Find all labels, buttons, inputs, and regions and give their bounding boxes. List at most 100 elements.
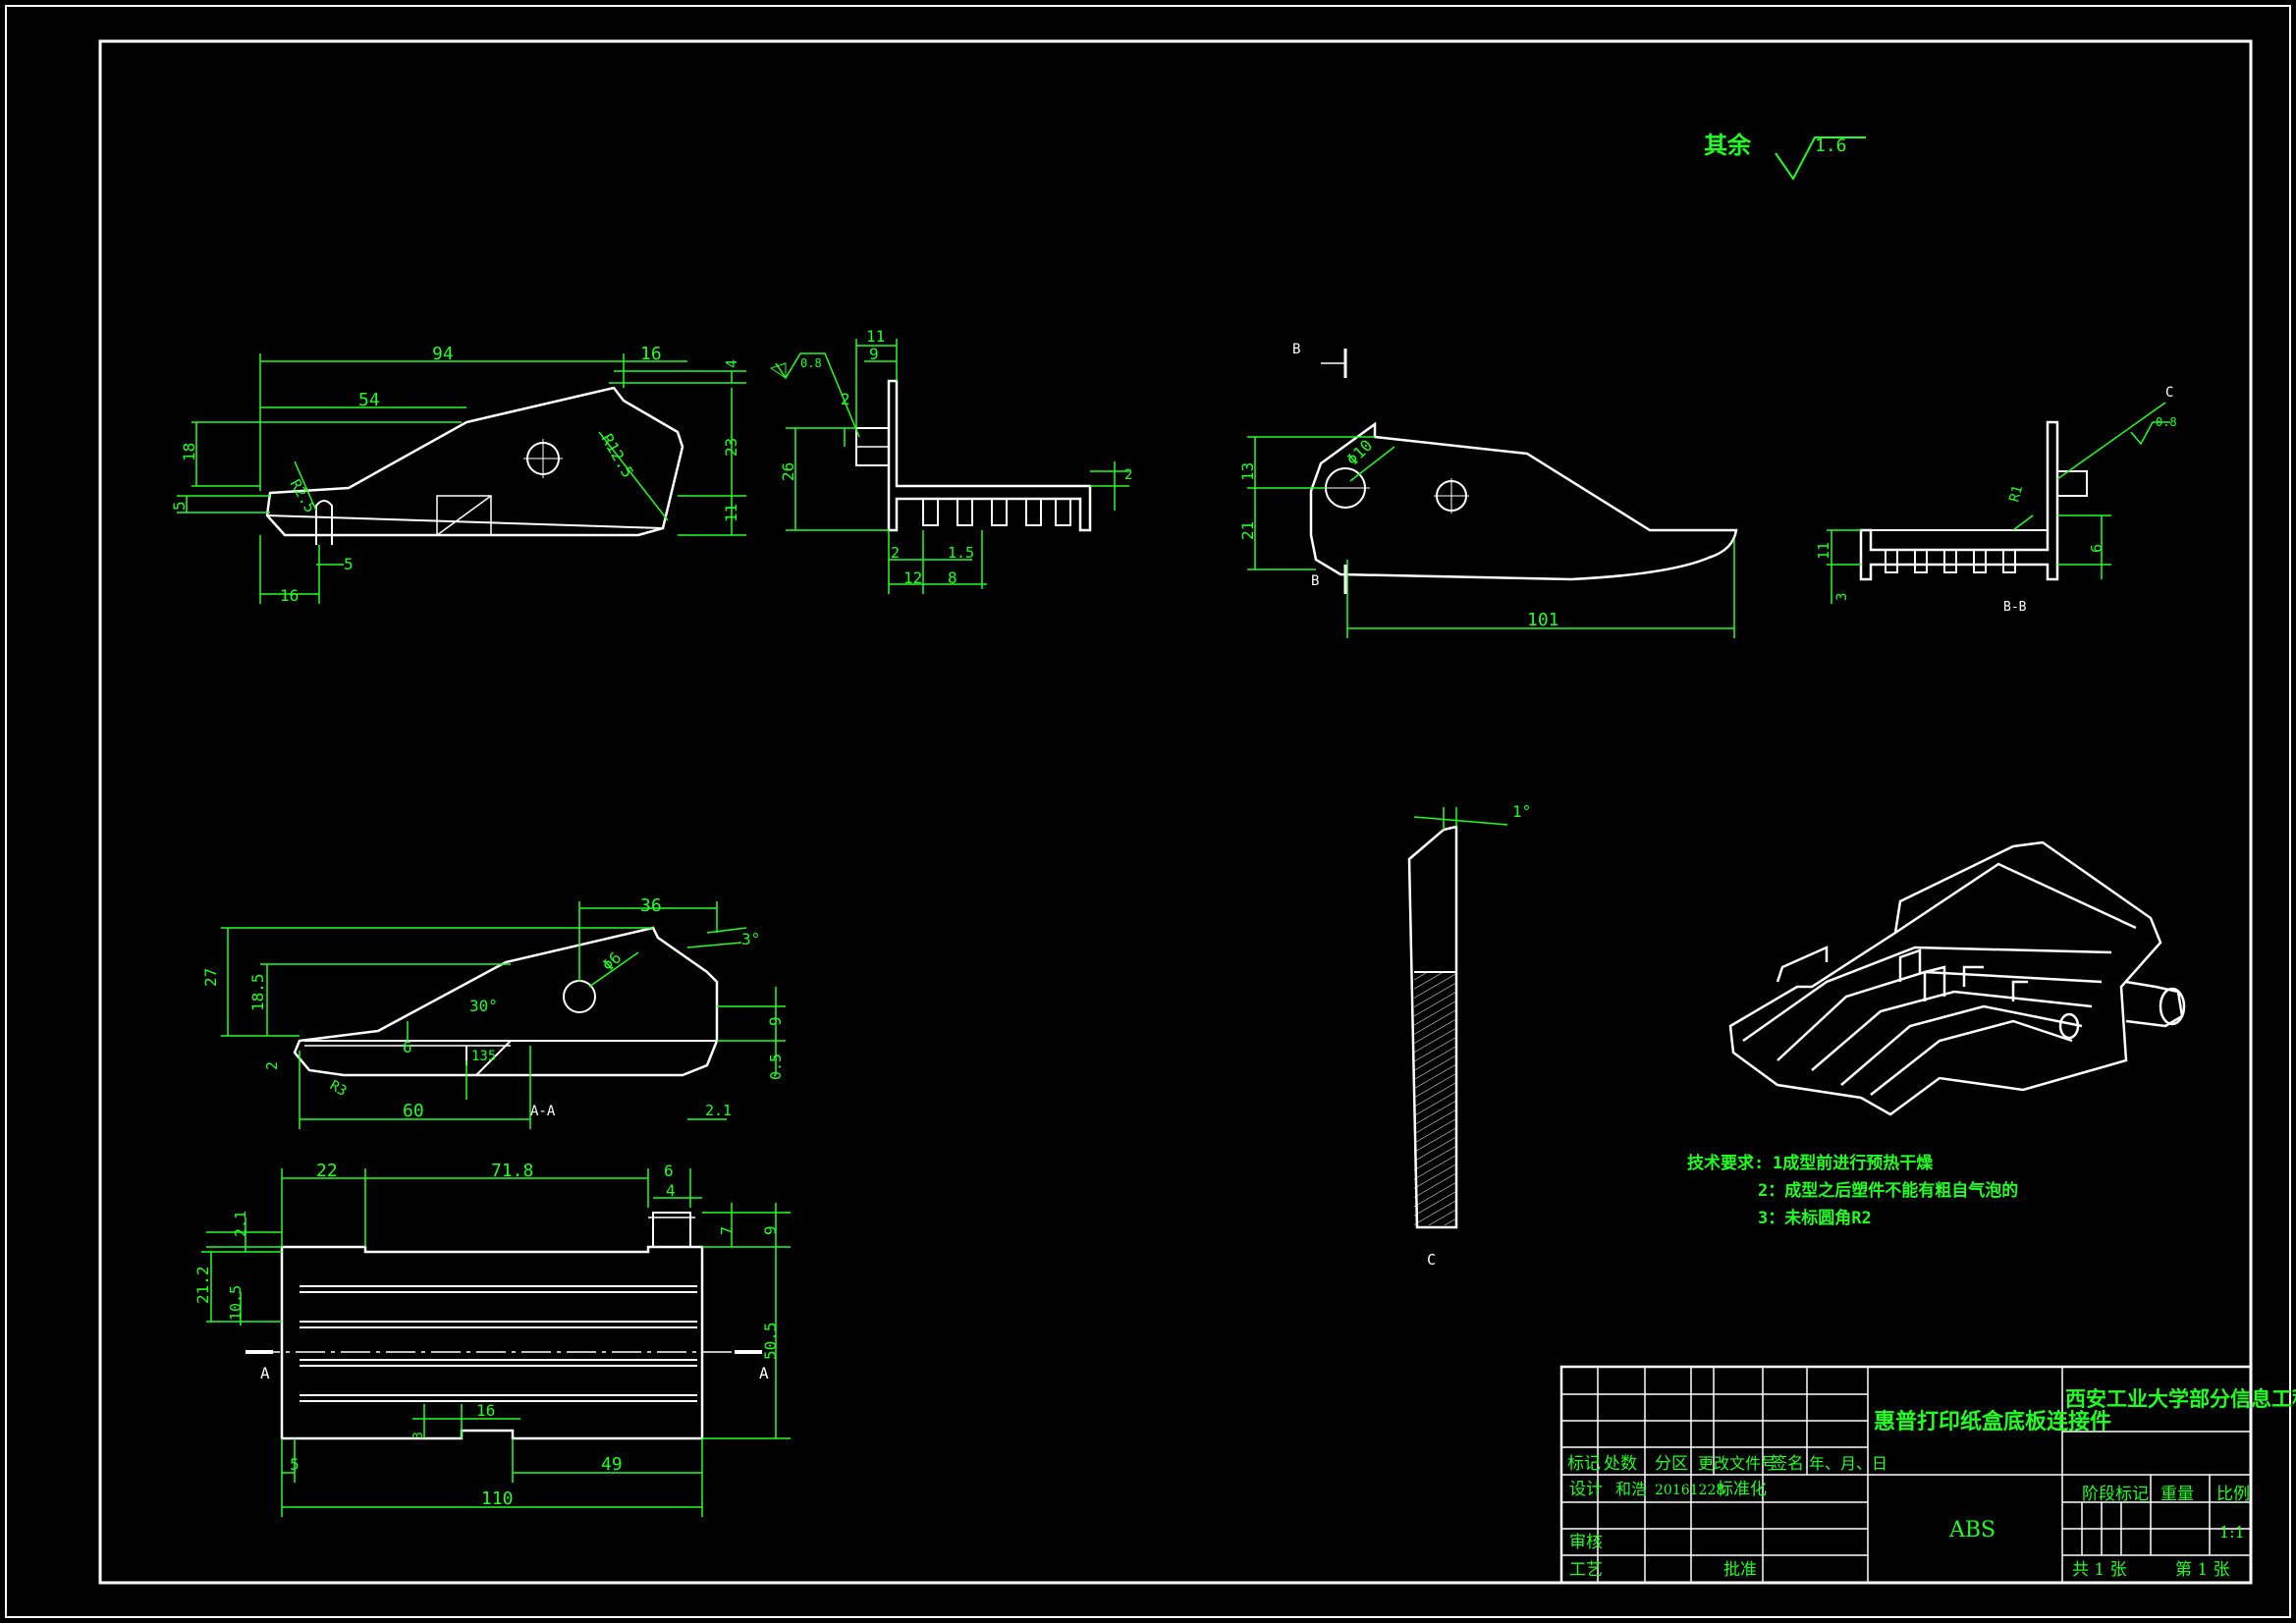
dim-3: 3 xyxy=(411,1432,426,1439)
tb-design-date: 20161228 xyxy=(1655,1483,1724,1498)
dim-3deg: 3° xyxy=(741,930,760,948)
section-view-BB: C 0.8 R1 11 6 3 B-B xyxy=(1815,385,2177,615)
dim-4: 4 xyxy=(666,1181,676,1200)
dim-13: 13 xyxy=(1238,462,1257,481)
tb-scale: 1:1 xyxy=(2219,1523,2245,1542)
dim-36: 36 xyxy=(640,895,662,916)
section-label-AA: A-A xyxy=(530,1104,556,1119)
section-view-B: B B 13 21 Φ10 101 xyxy=(1238,342,1738,638)
tech-item-3: 3：未标圆角R2 xyxy=(1758,1208,1872,1228)
dim-21: 21 xyxy=(1238,521,1257,540)
dim-phi6: Φ6 xyxy=(598,948,625,975)
dim-16: 16 xyxy=(476,1401,495,1420)
dim-1deg: 1° xyxy=(1512,802,1531,821)
dim-7: 7 xyxy=(718,1226,736,1235)
tb-sheet-no: 第 1 张 xyxy=(2175,1560,2230,1580)
tb-mark: 标记 xyxy=(1567,1454,1601,1474)
tb-qty: 处数 xyxy=(1604,1454,1637,1474)
tb-approve: 批准 xyxy=(1723,1560,1757,1580)
tb-school: 西安工业大学部分信息工程学院 xyxy=(2065,1386,2296,1411)
technical-requirements: 技术要求: 1成型前进行预热干燥 2：成型之后塑件不能有粗自气泡的 3：未标圆角… xyxy=(1687,1153,2018,1228)
dim-5b: 5 xyxy=(344,555,354,573)
roughness-note: 其余 1.6 xyxy=(1704,132,1866,181)
title-block: 标记 处数 分区 更改文件号 签名 年、月、日 设计 和浩 20161228 标… xyxy=(1559,1365,2296,1585)
tb-scale-label: 比例 xyxy=(2216,1485,2250,1504)
dim-23: 23 xyxy=(722,438,740,457)
dim-135: 135 xyxy=(471,1049,496,1064)
tb-review: 审核 xyxy=(1569,1533,1603,1552)
tb-doc: 更改文件号 xyxy=(1698,1454,1777,1473)
dim-R3: R3 xyxy=(327,1078,350,1100)
tb-sign: 签名 xyxy=(1771,1454,1804,1474)
tb-designer: 和浩 xyxy=(1615,1480,1647,1498)
roughness-local: 0.8 xyxy=(800,356,822,370)
tb-zone: 分区 xyxy=(1655,1454,1688,1474)
dim-3: 3 xyxy=(1834,593,1850,601)
dim-49: 49 xyxy=(601,1454,623,1475)
dim-9: 9 xyxy=(869,345,879,363)
tech-item-2: 2：成型之后塑件不能有粗自气泡的 xyxy=(1758,1180,2018,1201)
dim-18: 18 xyxy=(180,443,198,461)
dim-16b: 16 xyxy=(280,586,299,605)
tb-material: ABS xyxy=(1948,1518,1995,1542)
tb-sheets: 共 1 张 xyxy=(2072,1560,2127,1580)
section-view-AA: 27 18.5 36 3° Φ6 30° 9 6 135 2 R3 60 0.5… xyxy=(201,895,786,1129)
dim-11: 11 xyxy=(722,504,740,522)
dim-R1: R1 xyxy=(2006,484,2026,504)
dim-2-1: 2.1 xyxy=(232,1211,249,1237)
dim-2a: 2 xyxy=(841,390,850,408)
dim-22: 22 xyxy=(316,1161,338,1181)
dim-6: 6 xyxy=(2088,544,2105,553)
dim-110: 110 xyxy=(481,1488,514,1509)
tb-standard: 标准化 xyxy=(1717,1480,1767,1499)
dim-11: 11 xyxy=(866,327,885,346)
dim-5: 5 xyxy=(170,501,189,511)
front-view: 94 16 54 18 5 4 23 11 R2.5 R12.5 5 16 xyxy=(170,344,746,605)
dim-21-2: 21.2 xyxy=(193,1266,212,1304)
isometric-view xyxy=(1728,840,2186,1116)
dim-54: 54 xyxy=(358,390,380,410)
dim-9: 9 xyxy=(766,1016,785,1026)
cut-label-A-right: A xyxy=(759,1364,769,1382)
dim-71-8: 71.8 xyxy=(491,1161,533,1181)
dim-10-5: 10.5 xyxy=(227,1285,245,1321)
tb-stage: 阶段标记 xyxy=(2082,1485,2149,1504)
dim-6: 6 xyxy=(664,1162,674,1180)
dim-27: 27 xyxy=(201,968,220,987)
dim-26: 26 xyxy=(779,462,797,481)
section-label-BB: B-B xyxy=(2003,600,2027,615)
tech-heading: 技术要求: xyxy=(1687,1153,1764,1173)
tb-design: 设计 xyxy=(1569,1480,1603,1499)
cut-label-A-left: A xyxy=(260,1364,270,1382)
tb-process: 工艺 xyxy=(1569,1560,1603,1580)
dim-101: 101 xyxy=(1527,610,1559,630)
top-view: 22 71.8 6 4 2.1 7 9 21.2 10.5 50.5 16 3 … xyxy=(193,1161,791,1517)
dim-1-5: 1.5 xyxy=(948,544,974,562)
dim-2c: 2 xyxy=(891,544,900,562)
detail-label-C: C xyxy=(2165,385,2173,401)
dim-2-1: 2.1 xyxy=(705,1102,732,1119)
dim-18-5: 18.5 xyxy=(248,973,267,1011)
dim-2b: 2 xyxy=(1124,467,1132,483)
dim-6: 6 xyxy=(403,1038,412,1056)
dim-30deg: 30° xyxy=(469,997,498,1015)
roughness-value: 1.6 xyxy=(1815,135,1847,156)
dim-12: 12 xyxy=(903,568,922,587)
outer-border xyxy=(5,5,2291,1618)
side-view: 0.8 11 9 2 26 2 2 1.5 12 8 xyxy=(769,327,1132,594)
dim-5: 5 xyxy=(290,1455,300,1474)
hatched-section xyxy=(1414,972,1456,1225)
section-label-B-bottom: B xyxy=(1311,573,1319,589)
tb-weight: 重量 xyxy=(2160,1485,2194,1504)
dim-60: 60 xyxy=(403,1101,424,1121)
dim-0-5: 0.5 xyxy=(767,1054,785,1080)
dim-R2-5: R2.5 xyxy=(287,476,320,515)
detail-view-C: 1° C xyxy=(1407,802,1531,1269)
tech-item-1: 1成型前进行预热干燥 xyxy=(1773,1153,1934,1173)
dim-8: 8 xyxy=(948,568,957,587)
roughness-local-c: 0.8 xyxy=(2156,415,2177,429)
drawing-frame xyxy=(98,39,2253,1585)
dim-4: 4 xyxy=(723,359,740,368)
dim-2: 2 xyxy=(263,1061,281,1070)
